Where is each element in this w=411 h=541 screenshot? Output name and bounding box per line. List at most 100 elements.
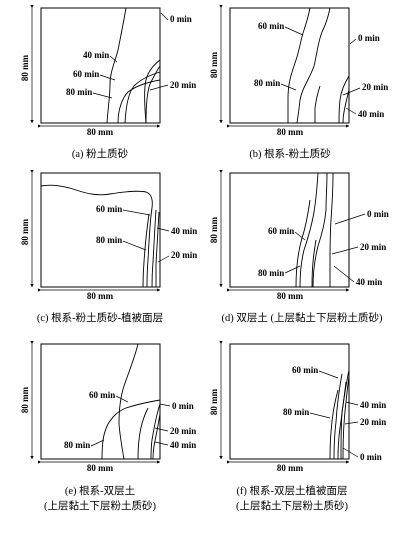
- height-dimension-label: 80 mm: [209, 388, 219, 415]
- wetting-front-0min: [312, 172, 328, 288]
- width-dimension-label: 80 mm: [277, 463, 304, 473]
- label-80min: 80 min: [64, 440, 90, 450]
- wetting-front-60min: [287, 7, 311, 123]
- leader-0min: [349, 38, 357, 45]
- label-80min: 80 min: [283, 407, 309, 417]
- leader-40min: [345, 401, 359, 406]
- leader-0min: [160, 12, 169, 21]
- wetting-front-80min: [329, 389, 339, 460]
- label-20min: 20 min: [362, 82, 388, 92]
- caption-f-line2: (上层黏土下层粉土质砂): [236, 499, 348, 512]
- label-0min: 0 min: [172, 401, 194, 411]
- label-60min: 60 min: [96, 204, 122, 214]
- wetting-front-60min: [333, 373, 343, 460]
- wetting-front-60min: [101, 399, 161, 460]
- wetting-front-80min: [137, 407, 149, 460]
- wetting-front-0min: [40, 184, 153, 209]
- wetting-front-80min: [117, 79, 161, 124]
- leader-60min: [115, 395, 129, 403]
- leader-80min: [92, 92, 113, 99]
- caption-a: (a) 粉土质砂: [72, 147, 129, 160]
- caption-e-line1: (e) 根系-双层土: [65, 484, 135, 497]
- label-60min: 60 min: [73, 69, 99, 79]
- wetting-front-0min: [106, 7, 127, 124]
- width-dimension-label: 80 mm: [87, 127, 114, 137]
- wetting-front-20min: [150, 403, 161, 460]
- wetting-front-40min: [337, 381, 347, 460]
- wetting-front-80min: [142, 213, 150, 288]
- panel-a: 80 mm 80 mm 0 min 40 min 60 min 80 min 2…: [20, 4, 196, 160]
- label-40min: 40 min: [171, 226, 197, 236]
- label-60min: 60 min: [89, 390, 115, 400]
- wetting-front-80min: [314, 85, 321, 123]
- leader-20min: [331, 246, 359, 255]
- leader-20min: [149, 84, 169, 91]
- caption-e-line2: (上层黏土下层粉土质砂): [44, 499, 156, 512]
- label-60min: 60 min: [292, 365, 318, 375]
- label-20min: 20 min: [170, 80, 196, 90]
- leader-80min: [309, 412, 331, 419]
- wetting-front-40min: [151, 209, 157, 288]
- label-40min: 40 min: [356, 277, 382, 287]
- label-80min: 80 min: [258, 268, 284, 278]
- width-dimension-label: 80 mm: [87, 291, 114, 301]
- label-40min: 40 min: [360, 400, 386, 410]
- caption-f-line1: (f) 根系-双层土植被面层: [236, 484, 347, 497]
- leader-80min: [284, 265, 301, 274]
- wetting-front-20min: [299, 172, 319, 288]
- caption-b: (b) 根系-粉土质砂: [249, 147, 331, 160]
- label-0min: 0 min: [170, 14, 192, 24]
- leader-40min: [154, 441, 169, 446]
- wetting-front-40min: [329, 172, 334, 287]
- leader-80min: [122, 240, 147, 251]
- soil-box: [40, 343, 161, 460]
- wetting-front-0min: [296, 7, 331, 124]
- label-20min: 20 min: [171, 250, 197, 260]
- width-dimension-label: 80 mm: [277, 127, 304, 137]
- leader-60min: [294, 231, 306, 241]
- height-dimension-label: 80 mm: [209, 216, 219, 243]
- wetting-front-20min: [155, 211, 160, 287]
- label-40min: 40 min: [83, 50, 109, 60]
- label-20min: 20 min: [170, 426, 196, 436]
- label-40min: 40 min: [358, 109, 384, 119]
- label-20min: 20 min: [360, 417, 386, 427]
- leader-0min: [342, 447, 359, 458]
- label-0min: 0 min: [360, 452, 382, 462]
- leader-20min: [157, 255, 170, 263]
- panel-b: 80 mm 80 mm 60 min 0 min 80 min 20 min 4…: [209, 4, 388, 160]
- soil-box: [229, 172, 350, 288]
- leader-40min: [156, 227, 170, 232]
- label-0min: 0 min: [358, 33, 380, 43]
- wetting-front-20min: [144, 59, 161, 124]
- soil-box: [229, 343, 350, 460]
- label-40min: 40 min: [170, 440, 196, 450]
- panel-d: 80 mm 80 mm 0 min 60 min 20 min 80 min 4…: [209, 169, 389, 324]
- panel-f: 80 mm 80 mm 60 min 40 min 80 min 20 min …: [209, 340, 386, 512]
- soil-box: [40, 172, 161, 288]
- panel-e: 80 mm 80 mm 60 min 0 min 20 min 80 min 4…: [20, 340, 196, 512]
- wetting-front-20min: [338, 75, 350, 124]
- soil-box: [229, 7, 350, 124]
- label-60min: 60 min: [258, 21, 284, 31]
- leader-60min: [99, 74, 116, 81]
- leader-80min: [90, 439, 105, 447]
- leader-80min: [280, 83, 297, 91]
- wetting-front-40min: [152, 413, 161, 460]
- label-80min: 80 min: [254, 78, 280, 88]
- wetting-front-20min: [342, 375, 350, 460]
- wetting-front-40min: [145, 65, 161, 124]
- leader-20min: [342, 87, 361, 96]
- width-dimension-label: 80 mm: [87, 463, 114, 473]
- height-dimension-label: 80 mm: [209, 51, 219, 78]
- leader-60min: [122, 209, 151, 216]
- leader-0min: [334, 213, 366, 225]
- label-80min: 80 min: [66, 87, 92, 97]
- leader-40min: [109, 55, 118, 63]
- wetting-front-60min: [295, 199, 311, 288]
- height-dimension-label: 80 mm: [20, 54, 30, 81]
- caption-d: (d) 双层土 (上层黏土下层粉土质砂): [222, 311, 383, 324]
- leader-20min: [344, 421, 359, 425]
- leader-0min: [159, 403, 171, 407]
- leader-40min: [345, 107, 357, 115]
